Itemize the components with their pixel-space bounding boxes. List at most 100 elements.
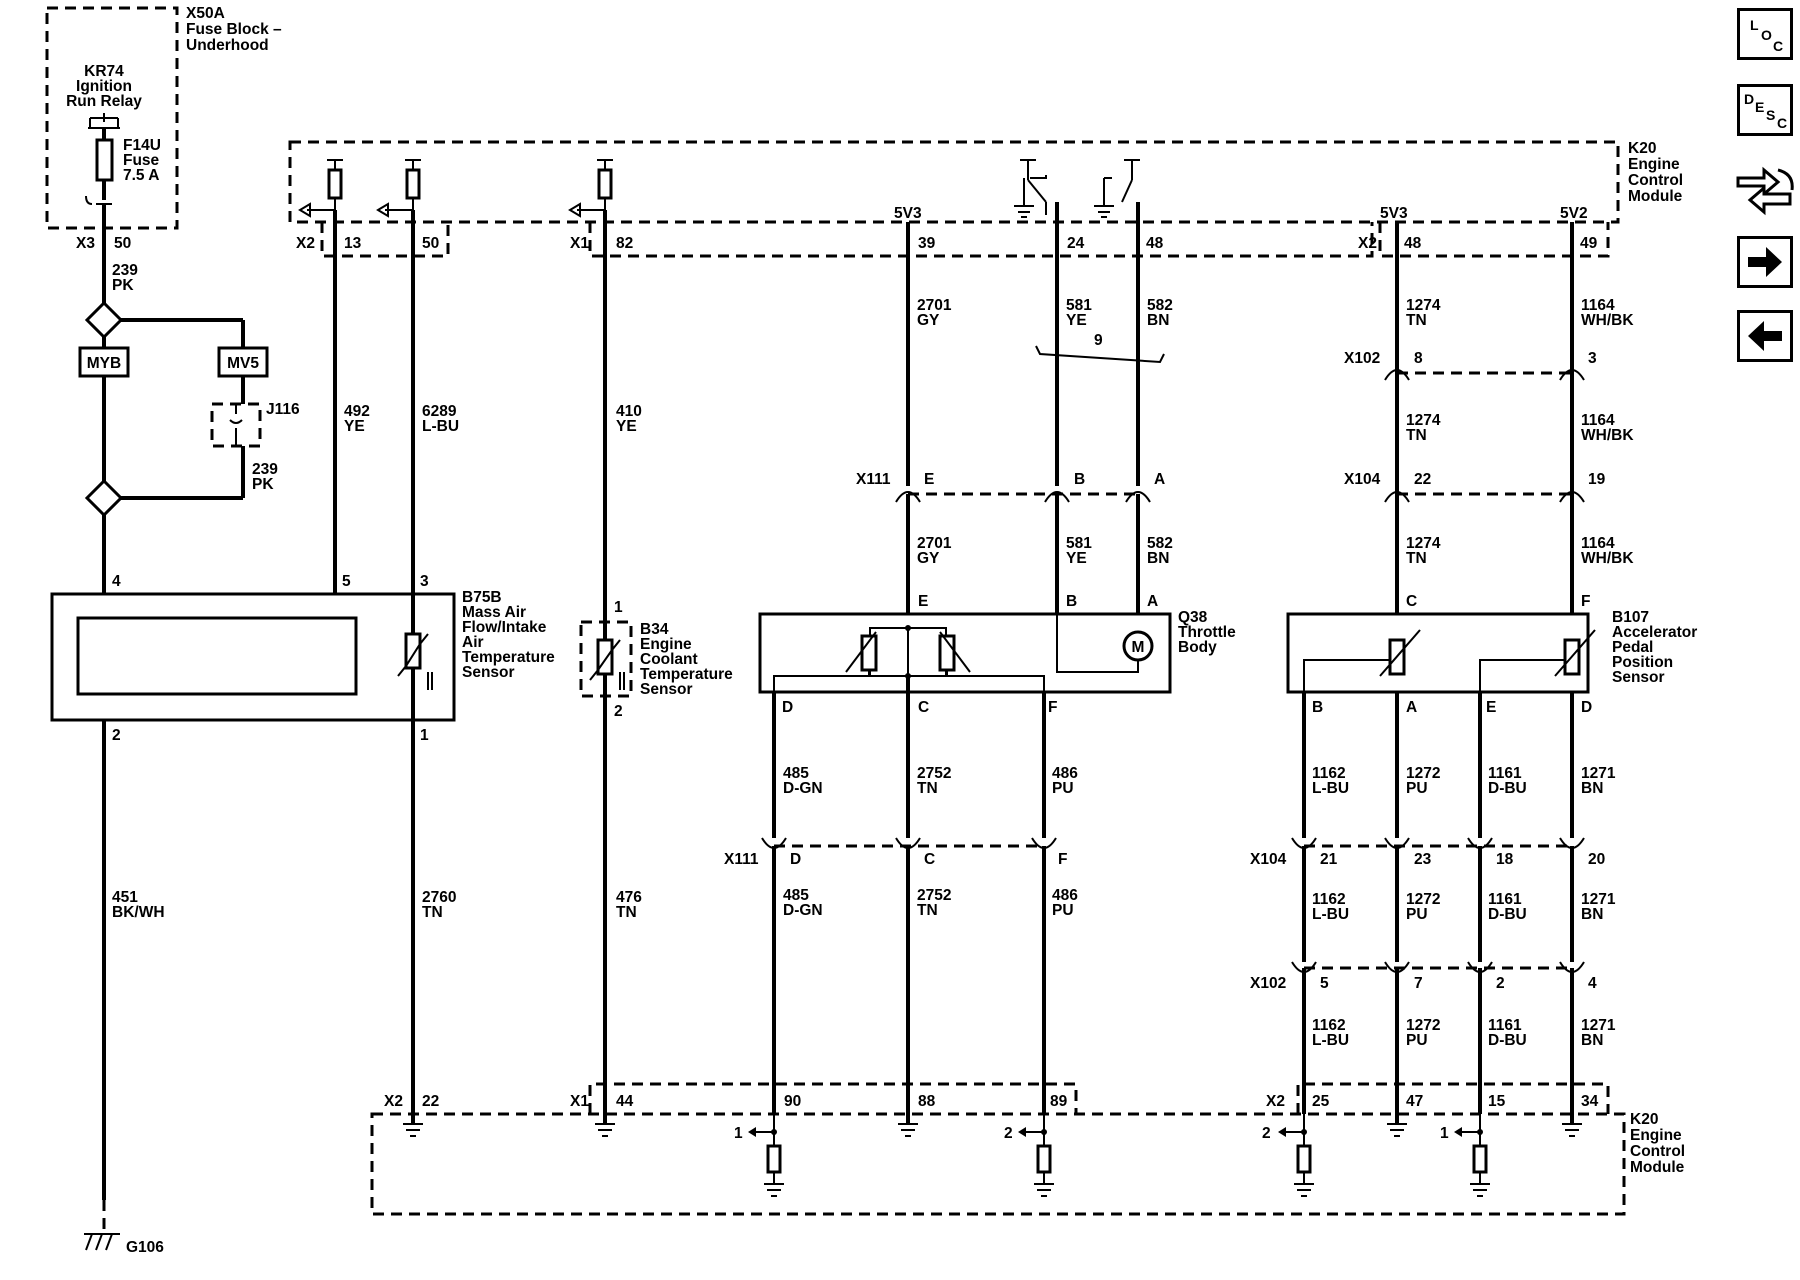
ground-g106-icon: [84, 1233, 120, 1251]
ecm-ground-22-icon: [403, 1118, 423, 1137]
maf-pin-2: 2: [112, 727, 121, 744]
connector-x102-bottom: X102: [1250, 975, 1286, 992]
app-pin-a: A: [1406, 699, 1417, 716]
tb-pin-a: A: [1147, 593, 1158, 610]
ecm-bottom-pin-34: 34: [1581, 1093, 1599, 1110]
ecm-bottom-pin-90: 90: [784, 1093, 801, 1110]
app-pin-d: D: [1581, 699, 1592, 716]
app-sensor-outline: [1286, 612, 1590, 694]
ecm-ref-5v2: 5V2: [1560, 205, 1588, 222]
connector-x111-b-icon: [1044, 491, 1070, 503]
ecm-top-pin-50: 50: [422, 235, 439, 252]
connector-swap-button[interactable]: [1734, 160, 1796, 222]
desc-button[interactable]: D E S C: [1737, 84, 1793, 136]
ecm-bottom-pin-88: 88: [918, 1093, 936, 1110]
ecm-bottom-outline: [370, 1112, 1626, 1216]
arrow-right-icon: [1748, 247, 1782, 277]
tb-pin-c: C: [918, 699, 929, 716]
ecm-bottom-pin-89: 89: [1050, 1093, 1068, 1110]
ecm-bottom-pin-44: 44: [616, 1093, 634, 1110]
connector-x102-pin7: 7: [1414, 975, 1423, 992]
ecm-ref-2-a: 2: [1004, 1125, 1013, 1142]
maf-pin-3: 3: [420, 573, 429, 590]
connector-x102-pin5: 5: [1320, 975, 1329, 992]
splice-mv5-label: MV5: [227, 355, 259, 372]
fuse-pin-50: 50: [114, 235, 131, 252]
connector-x111-top: X111: [856, 471, 891, 488]
twisted-pair-label: 9: [1094, 332, 1103, 349]
connector-x111-pin-f: F: [1058, 851, 1067, 868]
jumper-j116-label: J116: [266, 401, 300, 418]
ecm-top-pin-24: 24: [1067, 235, 1085, 252]
ecm-ref-5v3-a: 5V3: [894, 205, 922, 222]
connector-exchange-icon: [1736, 166, 1794, 216]
fuse-f14u-icon: [95, 138, 114, 182]
throttle-motor-icon: [1056, 614, 1154, 673]
connector-x104-pin23: 23: [1414, 851, 1432, 868]
loc-button[interactable]: L O C: [1737, 8, 1793, 60]
connector-x104-pin18: 18: [1496, 851, 1514, 868]
app-pin-c: C: [1406, 593, 1417, 610]
desc-letter-d: D: [1744, 91, 1755, 107]
splice-diamond-bottom: [84, 478, 124, 518]
connector-x102-pin4: 4: [1588, 975, 1597, 992]
ecm-top-x2-label: X2: [296, 235, 315, 252]
tb-pin-f: F: [1048, 699, 1057, 716]
ecm-bottom-x1-label: X1: [570, 1093, 589, 1110]
fuse-block-outline: [45, 6, 179, 230]
app-sensor-1-icon: [1303, 629, 1421, 692]
previous-button[interactable]: [1737, 310, 1793, 362]
ecm-bottom-pin-22: 22: [422, 1093, 439, 1110]
loc-letter-l: L: [1750, 17, 1759, 33]
loc-letter-c: C: [1773, 38, 1784, 54]
connector-x111-pin-b: B: [1074, 471, 1085, 488]
ecm-bottom-x2b-label: X2: [1266, 1093, 1285, 1110]
desc-letter-s: S: [1766, 107, 1776, 123]
ecm-top-connector-x2-outline: [320, 222, 450, 258]
connector-x104-pin20: 20: [1588, 851, 1605, 868]
desc-letter-c: C: [1777, 115, 1788, 131]
arrow-left-icon: [1748, 321, 1782, 351]
connector-x104-bottom: X104: [1250, 851, 1287, 868]
ecm-ref-1-b: 1: [1440, 1125, 1449, 1142]
ecm-top-pin-39: 39: [918, 235, 936, 252]
fuse-connector-x3: X3: [76, 235, 95, 252]
ecm-bottom-connector-x1-outline: [588, 1082, 1078, 1114]
ecm-resistor-13-icon: [298, 159, 343, 218]
connector-x111-a-icon: [1125, 491, 1151, 503]
connector-x102-pin3: 3: [1588, 350, 1597, 367]
ecm-top-outline: [288, 140, 1620, 224]
throttle-motor-label: M: [1132, 639, 1145, 656]
tb-pin-e: E: [918, 593, 928, 610]
throttle-body-outline: [758, 612, 1172, 694]
pin-contact-icon: [85, 195, 112, 205]
ecm-top-pin-48b: 48: [1404, 235, 1422, 252]
ecm-top-pin-49: 49: [1580, 235, 1598, 252]
connector-x102-top: X102: [1344, 350, 1380, 367]
next-button[interactable]: [1737, 236, 1793, 288]
